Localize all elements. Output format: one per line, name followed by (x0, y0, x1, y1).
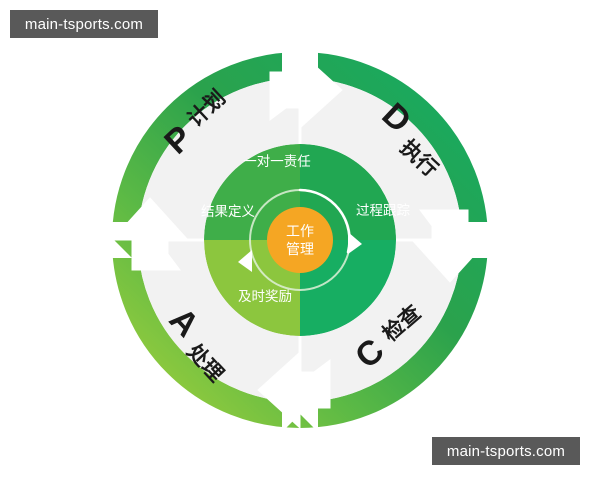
inner-pie (204, 144, 396, 336)
band-arrow-bottom (257, 350, 331, 430)
core-arrow-right (348, 232, 362, 254)
band-arrow-right (410, 209, 490, 283)
inner-label-process-tracking: 过程跟踪 (356, 203, 410, 219)
inner-label-one-to-one: 一对一责任 (243, 154, 311, 170)
core-arrow-left (238, 250, 252, 272)
center-label-line2: 管理 (286, 242, 314, 258)
inner-label-timely-reward: 及时奖励 (238, 288, 292, 305)
inner-wedge-timely-reward (204, 240, 300, 336)
watermark-top-left: main-tsports.com (10, 10, 158, 38)
band-arrow-left (110, 197, 190, 271)
band-arrows (110, 50, 490, 430)
inner-wedge-result-definition (204, 144, 300, 240)
band-arrow-top (269, 50, 343, 130)
inner-label-result-definition: 结果定义 (201, 204, 255, 220)
center-circle (267, 207, 333, 273)
center-label-line1: 工作 (286, 224, 314, 240)
watermark-bottom-right: main-tsports.com (432, 437, 580, 465)
